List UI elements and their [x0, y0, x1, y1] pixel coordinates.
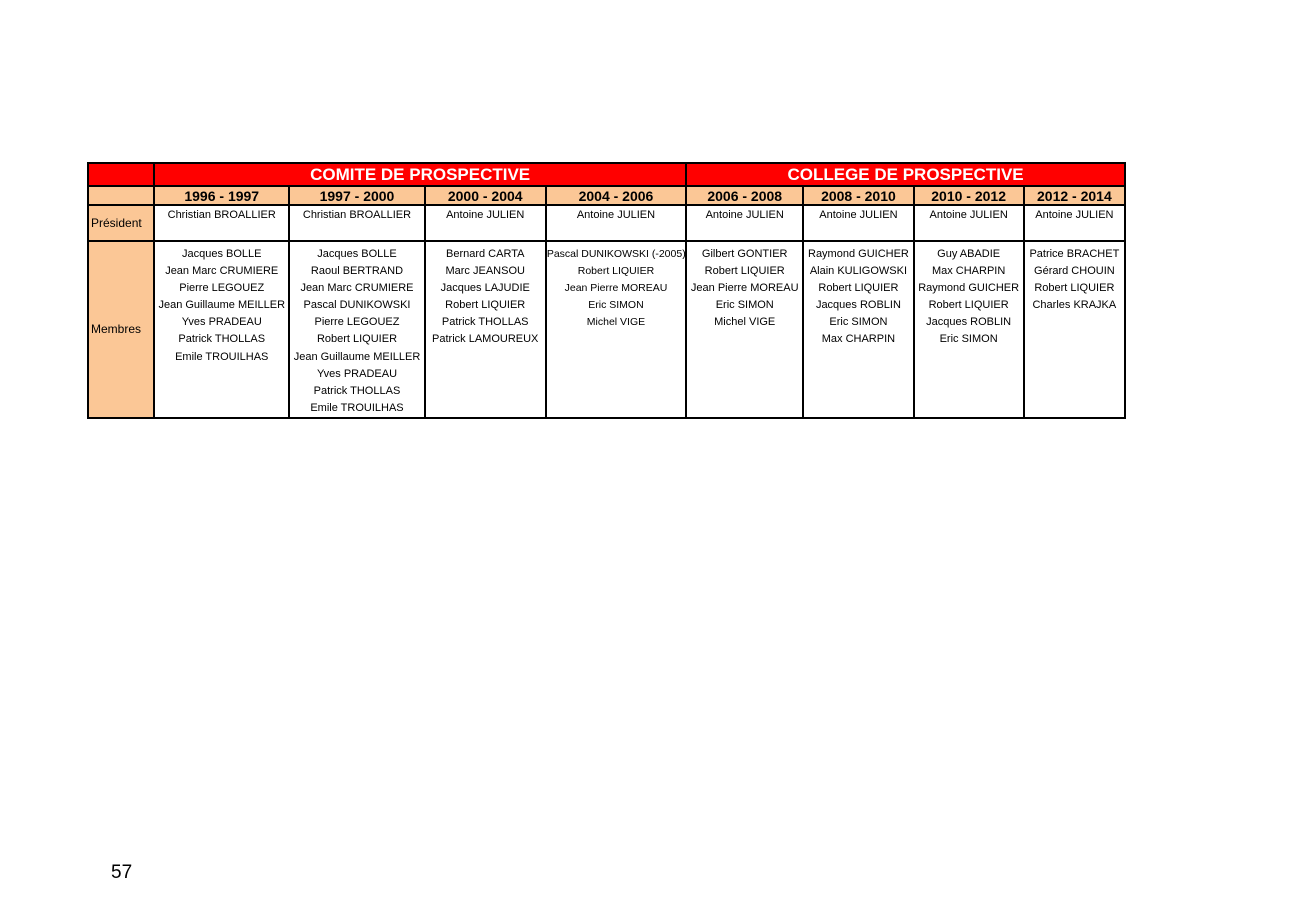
member-name: Max CHARPIN — [931, 265, 1006, 278]
period-header: 2012 - 2014 — [1022, 185, 1127, 206]
member-name: Jacques BOLLE — [317, 248, 397, 260]
member-name: Guy ABADIE — [937, 248, 1001, 260]
members-cell: Bernard CARTA Marc JEANSOU Jacques LAJUDIE… — [423, 240, 547, 419]
member-name: Michel VIGE — [586, 316, 646, 329]
members-row: Membres Jacques BOLLE Jean Marc CRUMIERE P… — [86, 240, 1127, 419]
member-name: Pierre LEGOUEZ — [314, 316, 400, 329]
members-cell: Gilbert GONTIER Robert LIQUIER Jean Pierre… — [685, 240, 805, 419]
member-name: Patrick THOLLAS — [441, 316, 529, 329]
period-header-empty — [86, 185, 156, 206]
period-header: 2008 - 2010 — [802, 185, 915, 206]
corner-cell — [86, 162, 156, 187]
member-name: Robert LIQUIER — [316, 333, 398, 346]
member-name: Patrick THOLLAS — [178, 333, 266, 346]
comite-header: COMITE DE PROSPECTIVE — [153, 162, 688, 187]
member-name: Jacques ROBLIN — [926, 316, 1012, 329]
member-name: Patrick THOLLAS — [313, 384, 401, 397]
period-header: 1997 - 2000 — [288, 185, 426, 206]
period-header: 1996 - 1997 — [153, 185, 291, 206]
member-name: Raymond GUICHER — [918, 282, 1020, 295]
member-name: Jean Guillaume MEILLER — [293, 350, 421, 363]
president-cell: Antoine JULIEN — [802, 204, 915, 242]
member-name: Pascal DUNIKOWSKI (-2005) — [546, 248, 686, 260]
member-name: Gérard CHOUIN — [1034, 265, 1115, 278]
period-header: 2004 - 2006 — [544, 185, 688, 206]
president-label: Président — [86, 204, 156, 242]
member-name: Jacques LAJUDIE — [440, 282, 530, 295]
member-name: Jean Pierre MOREAU — [690, 282, 799, 295]
member-name: Eric SIMON — [829, 316, 888, 329]
president-cell: Christian BROALLIER — [288, 204, 426, 242]
member-name: Jean Marc CRUMIERE — [300, 282, 414, 295]
college-header: COLLEGE DE PROSPECTIVE — [685, 162, 1126, 187]
member-name: Jacques ROBLIN — [815, 299, 901, 312]
member-name: Robert LIQUIER — [928, 299, 1009, 312]
member-name: Yves PRADEAU — [316, 367, 398, 380]
period-header: 2006 - 2008 — [685, 185, 805, 206]
member-name: Robert LIQUIER — [1034, 282, 1115, 295]
members-cell: Guy ABADIE Max CHARPIN Raymond GUICHER Robe… — [912, 240, 1025, 419]
member-name: Robert LIQUIER — [704, 265, 785, 278]
member-name: Gilbert GONTIER — [701, 248, 788, 260]
president-cell: Antoine JULIEN — [544, 204, 688, 242]
member-name: Jean Pierre MOREAU — [564, 282, 668, 295]
member-name: Pascal DUNIKOWSKI — [303, 299, 411, 312]
member-name: Patrick LAMOUREUX — [432, 333, 539, 346]
member-name: Raymond GUICHER — [808, 248, 909, 260]
member-name: Alain KULIGOWSKI — [809, 265, 908, 278]
president-cell: Antoine JULIEN — [685, 204, 805, 242]
member-name: Bernard CARTA — [445, 248, 525, 260]
prospective-table: COMITE DE PROSPECTIVE COLLEGE DE PROSPEC… — [86, 162, 1127, 419]
members-cell: Jacques BOLLE Raoul BERTRAND Jean Marc CRU… — [288, 240, 426, 419]
period-header: 2000 - 2004 — [423, 185, 547, 206]
member-name: Robert LIQUIER — [577, 265, 655, 278]
member-name: Marc JEANSOU — [445, 265, 525, 278]
member-name: Jacques BOLLE — [181, 248, 262, 260]
member-name: Eric SIMON — [588, 299, 644, 312]
member-name: Michel VIGE — [714, 316, 776, 329]
members-cell: Jacques BOLLE Jean Marc CRUMIERE Pierre LE… — [153, 240, 291, 419]
president-cell: Antoine JULIEN — [423, 204, 547, 242]
member-name: Max CHARPIN — [821, 333, 896, 346]
members-cell: Raymond GUICHER Alain KULIGOWSKI Robert LI… — [802, 240, 915, 419]
member-name: Patrice BRACHET — [1029, 248, 1120, 260]
member-name: Robert LIQUIER — [818, 282, 899, 295]
member-name: Jean Marc CRUMIERE — [165, 265, 279, 278]
period-header-row: 1996 - 1997 1997 - 2000 2000 - 2004 2004… — [86, 185, 1127, 206]
president-cell: Antoine JULIEN — [1022, 204, 1127, 242]
president-cell: Christian BROALLIER — [153, 204, 291, 242]
members-cell: Pascal DUNIKOWSKI (-2005) Robert LIQUIER J… — [544, 240, 688, 419]
member-name: Yves PRADEAU — [181, 316, 262, 329]
members-cell: Patrice BRACHET Gérard CHOUIN Robert LIQUI… — [1022, 240, 1127, 419]
member-name: Pierre LEGOUEZ — [179, 282, 265, 295]
member-name: Raoul BERTRAND — [310, 265, 404, 278]
president-row: Président Christian BROALLIER Christian … — [86, 204, 1127, 242]
president-cell: Antoine JULIEN — [912, 204, 1025, 242]
member-name: Jean Guillaume MEILLER — [158, 299, 286, 312]
member-name: Eric SIMON — [939, 333, 998, 346]
member-name: Charles KRAJKA — [1032, 299, 1117, 312]
member-name: Eric SIMON — [715, 299, 774, 312]
members-label: Membres — [86, 240, 156, 419]
member-name: Emile TROUILHAS — [175, 350, 269, 363]
group-header-row: COMITE DE PROSPECTIVE COLLEGE DE PROSPEC… — [86, 162, 1126, 187]
member-name: Emile TROUILHAS — [310, 401, 404, 414]
period-header: 2010 - 2012 — [912, 185, 1025, 206]
page-number: 57 — [111, 862, 133, 883]
member-name: Robert LIQUIER — [445, 299, 526, 312]
